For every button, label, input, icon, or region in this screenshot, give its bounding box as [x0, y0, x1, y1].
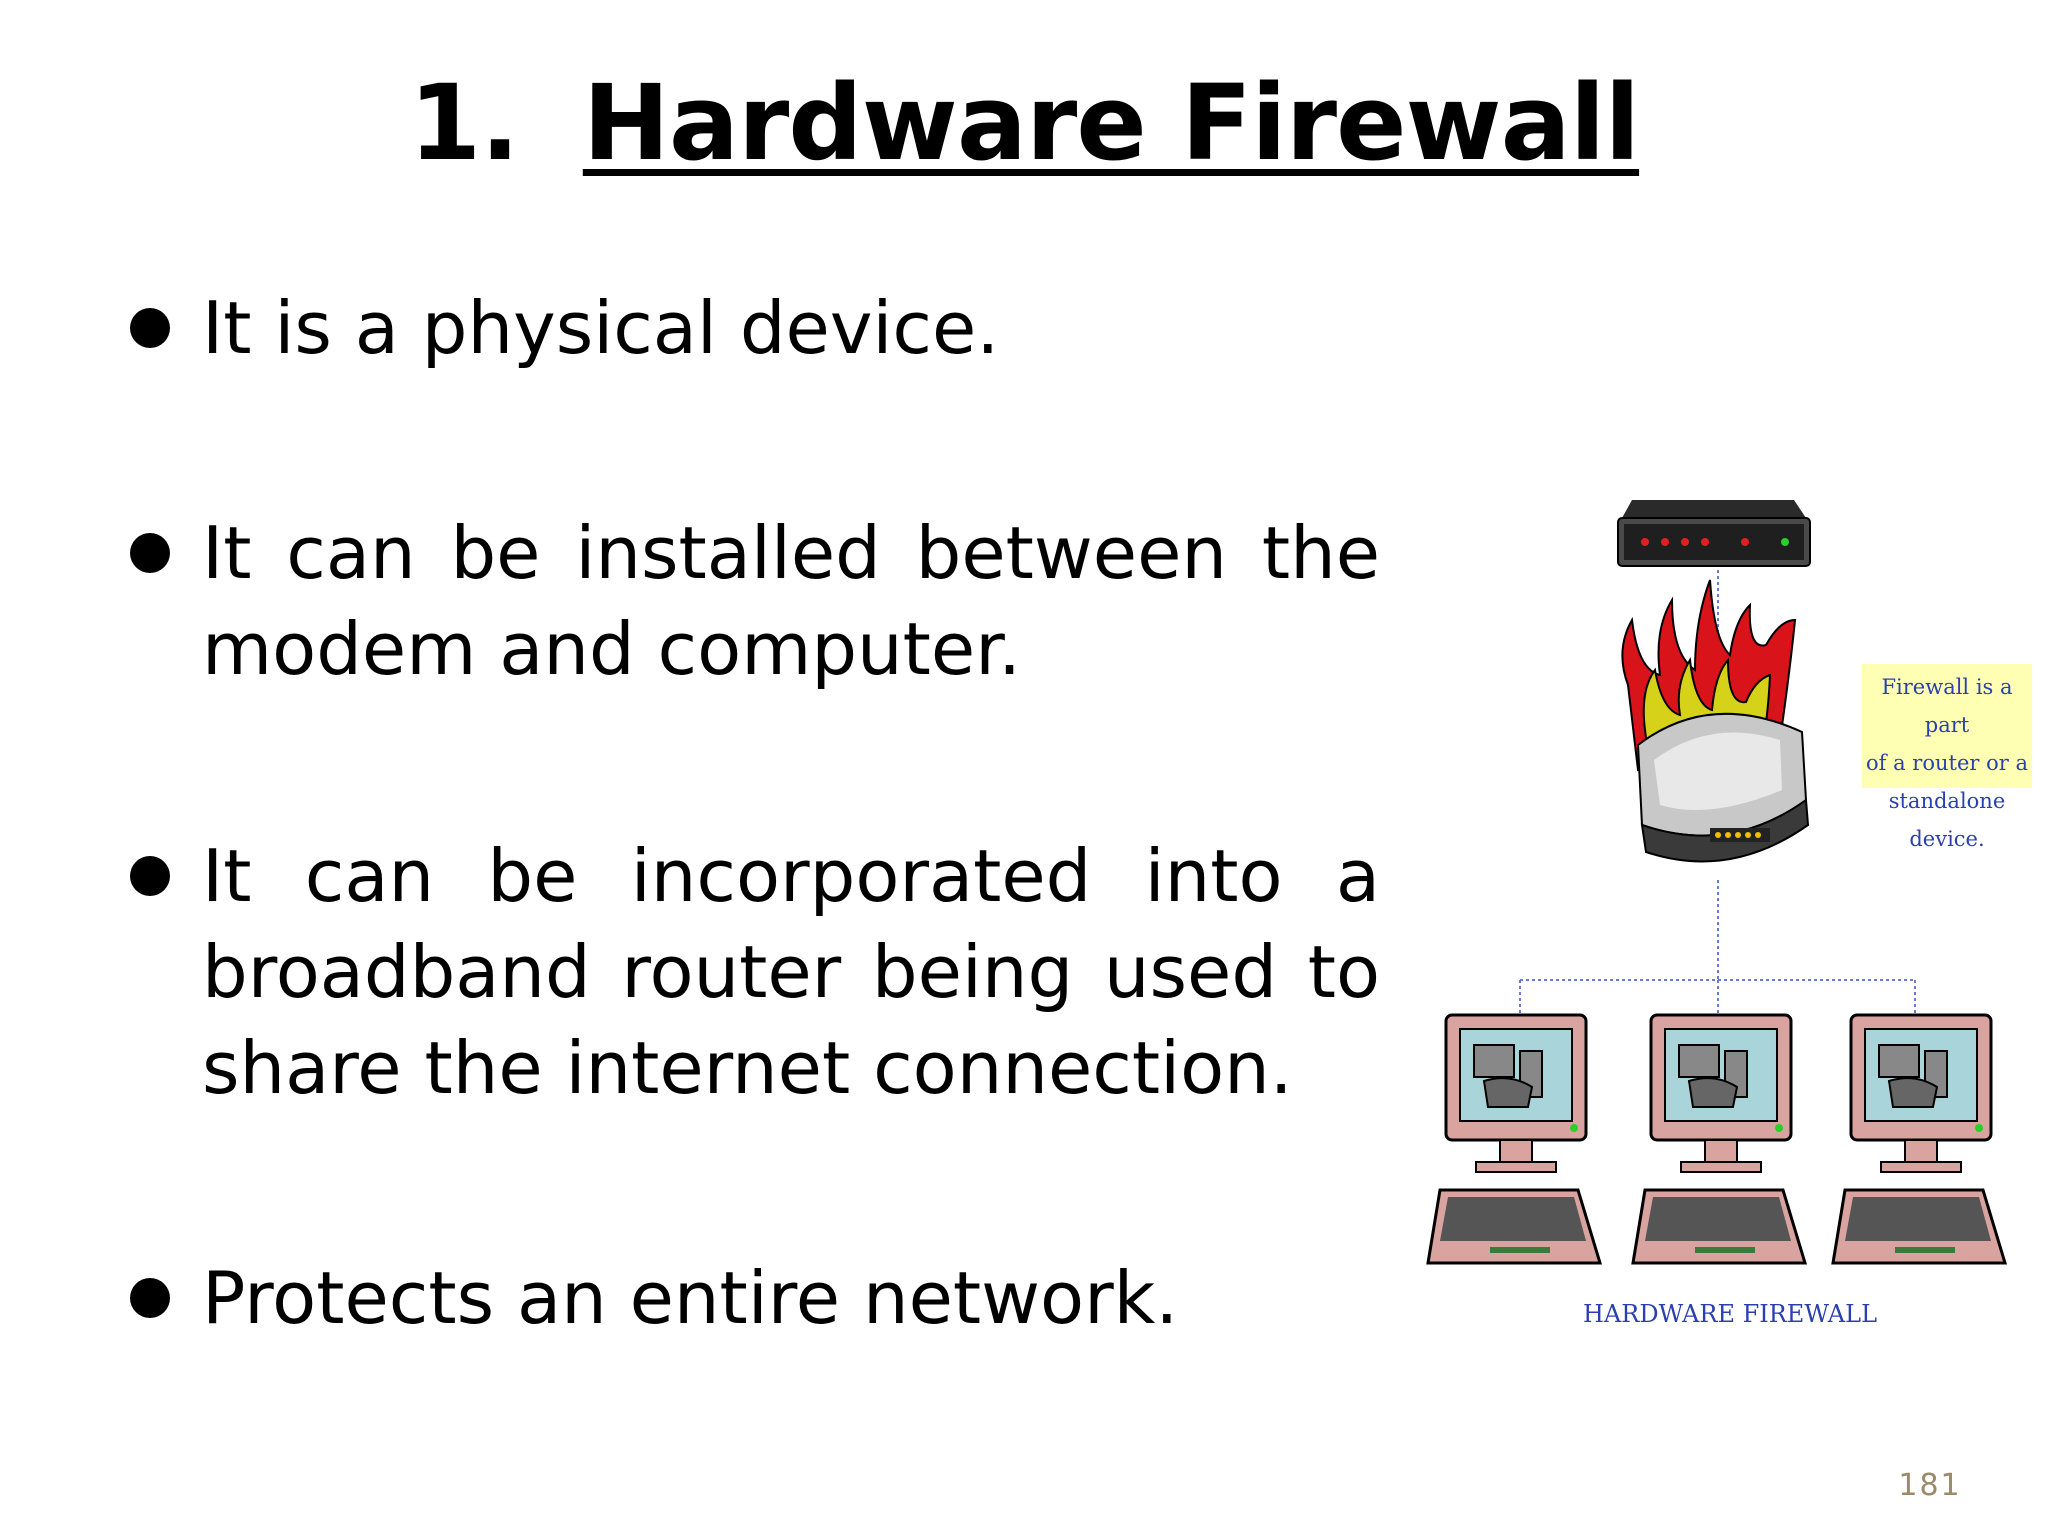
bullet-dot-icon — [130, 1278, 170, 1318]
callout-line: standalone device. — [1888, 789, 2006, 851]
title-text: Hardware Firewall — [582, 62, 1640, 184]
page-number: 181 — [1898, 1468, 1962, 1503]
computer-icon — [1831, 1013, 2008, 1265]
bullet-dot-icon — [130, 308, 170, 348]
bullet-dot-icon — [130, 856, 170, 896]
bullet-text: It can be installed between the modem an… — [202, 511, 1380, 691]
bullet-text: Protects an entire network. — [202, 1256, 1179, 1340]
bullet-dot-icon — [130, 533, 170, 573]
slide-title: 1. Hardware Firewall — [0, 62, 2048, 184]
title-number: 1. — [408, 62, 520, 184]
network-links — [1519, 570, 1916, 1015]
callout-line: of a router or a — [1866, 751, 2028, 775]
modem-icon — [1617, 500, 1811, 567]
computer-icon — [1426, 1013, 1603, 1265]
callout-line: Firewall is a part — [1881, 675, 2013, 737]
bullet-text: It is a physical device. — [202, 286, 1000, 370]
computer-icon — [1631, 1013, 1808, 1265]
figure-caption: HARDWARE FIREWALL — [1583, 1300, 1877, 1328]
callout-note: Firewall is a part of a router or a stan… — [1862, 664, 2032, 851]
bullet-list: It is a physical device. It can be insta… — [130, 0, 1380, 1400]
bullet-text: It can be incorporated into a broadband … — [202, 834, 1380, 1110]
firewall-router-icon — [1621, 579, 1810, 863]
hardware-firewall-illustration — [1426, 500, 2008, 1265]
